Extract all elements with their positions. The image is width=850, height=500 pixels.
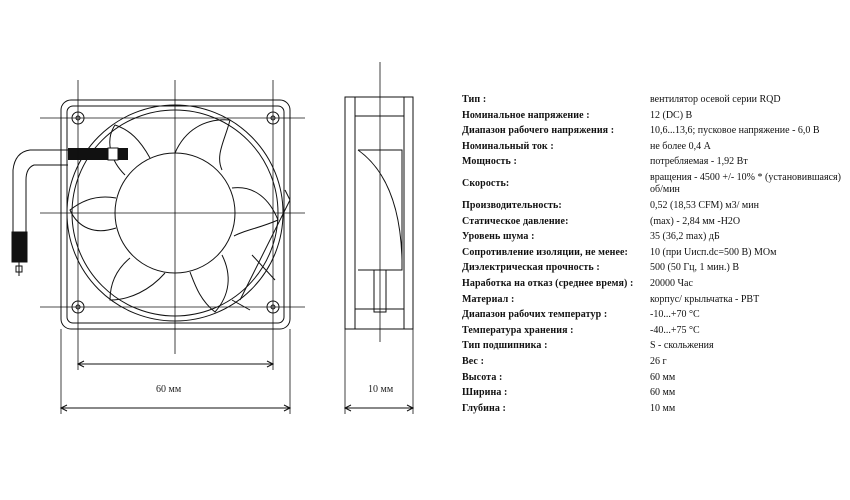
spec-row: Уровень шума : 35 (36,2 max) дБ: [462, 229, 847, 245]
spec-value: не более 0,4 А: [650, 140, 711, 152]
spec-value: 35 (36,2 max) дБ: [650, 231, 720, 243]
spec-label: Глубина :: [462, 402, 506, 414]
spec-row: Диэлектрическая прочность : 500 (50 Гц, 1…: [462, 260, 847, 276]
spec-label: Статическое давление:: [462, 215, 569, 227]
spec-label: Диапазон рабочих температур :: [462, 309, 608, 321]
spec-label: Номинальное напряжение :: [462, 109, 590, 121]
spec-row: Тип подшипника : S - скольжения: [462, 338, 847, 354]
spec-label: Материал :: [462, 293, 515, 305]
spec-value: -40...+75 °С: [650, 324, 700, 336]
spec-row: Сопротивление изоляции, не менее: 10 (при…: [462, 245, 847, 261]
spec-value: -10...+70 °С: [650, 309, 700, 321]
spec-label: Диапазон рабочего напряжения :: [462, 125, 615, 137]
spec-label: Диэлектрическая прочность :: [462, 262, 600, 274]
spec-value: S - скольжения: [650, 340, 714, 352]
spec-row: Номинальное напряжение : 12 (DC) В: [462, 108, 847, 124]
center-lines: [40, 80, 305, 414]
spec-value: 10 мм: [650, 402, 676, 414]
fan-wire: [11, 149, 68, 276]
spec-value: 20000 Час: [650, 277, 693, 289]
spec-value: 10,6...13,6; пусковое напряжение - 6,0 В: [650, 125, 820, 137]
spec-table: Тип : вентилятор осевой серии RQD Номиналь…: [462, 92, 847, 416]
front-width-label: 60 мм: [156, 384, 182, 395]
fan-side-view: [343, 62, 415, 414]
spec-row: Диапазон рабочего напряжения : 10,6...13,…: [462, 123, 847, 139]
spec-label: Мощность :: [462, 156, 517, 168]
mounting-holes: [71, 111, 280, 314]
spec-row: Номинальный ток : не более 0,4 А: [462, 139, 847, 155]
spec-row: Диапазон рабочих температур : -10...+70 °…: [462, 307, 847, 323]
spec-value: 0,52 (18,53 CFM) м3/ мин: [650, 199, 759, 211]
spec-label: Тип :: [462, 94, 487, 105]
spec-row: Материал : корпус/ крыльчатка - PBT: [462, 292, 847, 308]
spec-label: Высота :: [462, 371, 503, 383]
spec-value: 26 г: [650, 355, 667, 367]
spec-row: Температура хранения : -40...+75 °С: [462, 323, 847, 339]
spec-label: Скорость:: [462, 177, 510, 189]
spec-row: Мощность : потребляемая - 1,92 Вт: [462, 154, 847, 170]
spec-value: (max) - 2,84 мм -H2O: [650, 215, 741, 227]
spec-value: потребляемая - 1,92 Вт: [650, 156, 748, 168]
spec-label: Наработка на отказ (среднее время) :: [462, 277, 634, 289]
spec-row: Скорость: вращения - 4500 +/- 10% * (уста…: [462, 170, 847, 198]
spec-label: Сопротивление изоляции, не менее:: [462, 246, 628, 258]
spec-label: Номинальный ток :: [462, 140, 554, 152]
spec-value: 500 (50 Гц, 1 мин.) В: [650, 262, 739, 274]
spec-row: Производительность: 0,52 (18,53 CFM) м3/ …: [462, 198, 847, 214]
spec-label: Уровень шума :: [462, 231, 535, 243]
spec-row: Высота : 60 мм: [462, 370, 847, 386]
spec-row: Глубина : 10 мм: [462, 401, 847, 417]
spec-row: Наработка на отказ (среднее время) : 2000…: [462, 276, 847, 292]
fan-front-view: [60, 99, 291, 330]
fan-technical-drawing: 60 мм 10 мм: [11, 62, 415, 414]
spec-row: Ширина : 60 мм: [462, 385, 847, 401]
spec-row: Тип : вентилятор осевой серии RQD: [462, 92, 847, 108]
spec-label: Температура хранения :: [462, 324, 574, 336]
spec-row: Статическое давление: (max) - 2,84 мм -H2…: [462, 214, 847, 230]
side-width-label: 10 мм: [368, 384, 394, 395]
spec-row: Вес : 26 г: [462, 354, 847, 370]
spec-label: Ширина :: [462, 387, 508, 399]
spec-value: 60 мм: [650, 371, 676, 383]
spec-value: 10 (при Uисп.dc=500 В) МОм: [650, 246, 777, 258]
spec-value: 60 мм: [650, 387, 676, 399]
spec-value: вентилятор осевой серии RQD: [650, 94, 781, 105]
spec-value: вращения - 4500 +/- 10% * (установившаяс…: [650, 171, 841, 195]
spec-value: корпус/ крыльчатка - PBT: [650, 293, 760, 305]
front-dimension-lines: [59, 360, 292, 412]
spec-value: 12 (DC) В: [650, 109, 693, 121]
spec-label: Тип подшипника :: [462, 340, 548, 352]
fan-blades: [69, 119, 291, 313]
spec-label: Вес :: [462, 355, 484, 367]
spec-label: Производительность:: [462, 199, 562, 211]
